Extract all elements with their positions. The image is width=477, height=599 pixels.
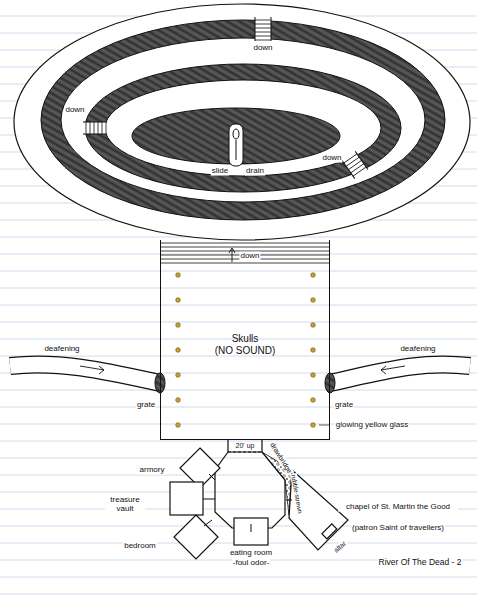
map-label: glowing yellow glass [335, 421, 409, 430]
stairs-top [255, 17, 271, 41]
eating-room [234, 518, 268, 545]
inner-wall-ring [85, 64, 401, 192]
passage-walls [228, 440, 262, 452]
hub-hall [215, 452, 285, 528]
map-label: down [252, 44, 273, 53]
map-label: eating room [229, 549, 273, 558]
map-label: bedroom [123, 542, 157, 551]
island-outline [14, 4, 470, 240]
slide-hole [233, 129, 239, 139]
map-label: down [321, 154, 342, 163]
room-text: Skulls [232, 333, 259, 345]
stairs-left [83, 122, 107, 134]
map-label: chapel of St. Martin the Good [338, 503, 458, 512]
map-label: slide [211, 167, 229, 176]
outer-passage [61, 38, 425, 202]
map-label: -foul odor- [232, 559, 270, 568]
map-label: drain [245, 167, 265, 176]
map-label: 20' up [235, 442, 256, 450]
inner-passage [105, 80, 381, 176]
room-text: (NO SOUND) [215, 345, 276, 357]
map-label: down [239, 252, 260, 261]
bedroom-room [174, 515, 218, 559]
map-label: deafening [43, 345, 80, 354]
river-right [330, 364, 470, 383]
map-label: armory [139, 466, 166, 475]
stairs-skull-room [160, 243, 330, 263]
doors [203, 474, 292, 532]
altar [322, 524, 337, 539]
map-label: grate [334, 401, 354, 410]
slide-track [236, 140, 237, 160]
slide-chute [229, 124, 243, 166]
treasure-vault-room [170, 482, 203, 515]
stairs-right [342, 151, 368, 178]
map-label: down [64, 106, 85, 115]
outer-wall-ring [41, 20, 445, 220]
map-label: (patron Saint of travellers) [351, 524, 445, 533]
leader-line [319, 425, 330, 426]
room-box: Skulls(NO SOUND) [160, 240, 330, 440]
glowing-glass-panes [176, 273, 316, 428]
map-label: deafening [399, 345, 436, 354]
river-left [10, 364, 160, 383]
map-caption: River Of The Dead - 2 [378, 558, 463, 567]
grate-right [325, 373, 335, 393]
map-label: treasure vault [105, 496, 145, 514]
map-label: grate [136, 401, 156, 410]
